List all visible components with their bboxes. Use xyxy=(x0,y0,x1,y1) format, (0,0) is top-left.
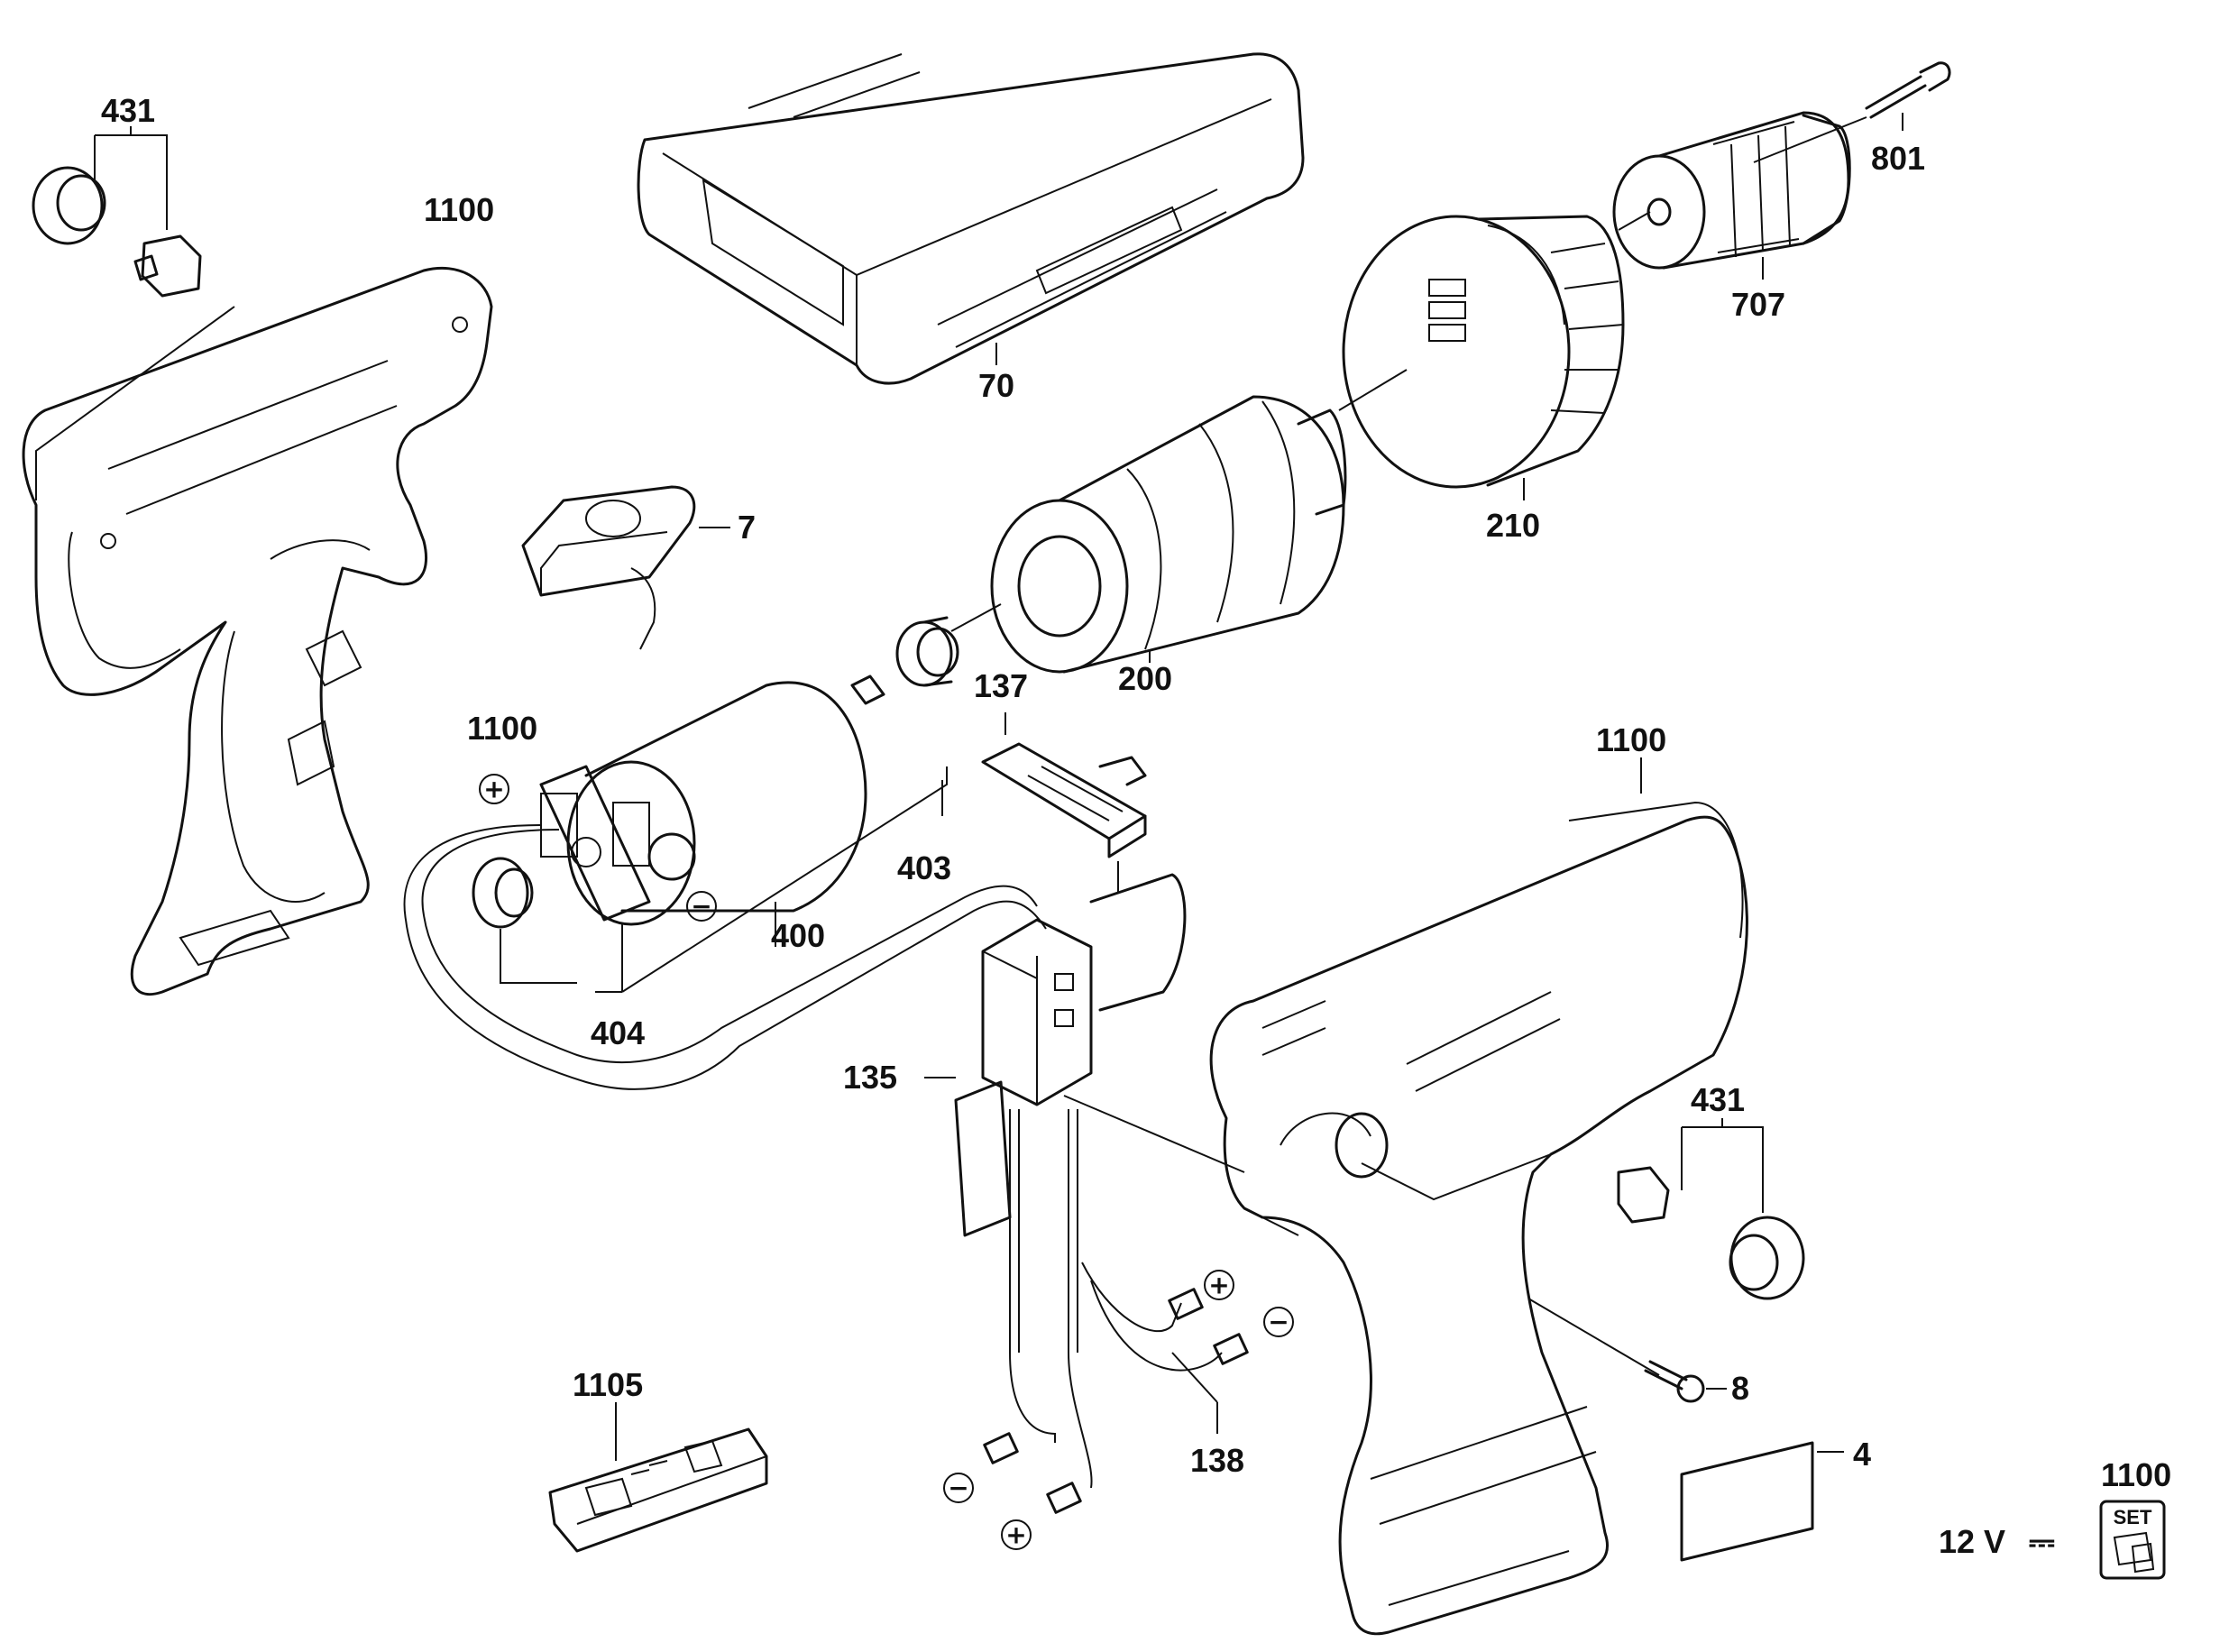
battery-terminal-block xyxy=(548,1427,768,1553)
part-number-137: 137 xyxy=(974,667,1028,704)
part-number-1105: 1105 xyxy=(573,1366,643,1403)
accessory-set-badge xyxy=(2099,1500,2166,1580)
polarity-plus-lead-top: + xyxy=(1204,1270,1234,1300)
set-badge-text: SET xyxy=(2114,1506,2152,1528)
polarity-minus-text: − xyxy=(948,1473,968,1503)
polarity-minus-lead-top: − xyxy=(1263,1307,1294,1337)
keyless-chuck xyxy=(1612,111,1851,270)
motor-assembly xyxy=(539,675,885,926)
polarity-plus-text: + xyxy=(1005,1520,1026,1550)
battery-lead-wires xyxy=(983,1109,1249,1514)
polarity-plus-text: + xyxy=(483,775,504,804)
part-number-403: 403 xyxy=(897,849,951,886)
carry-case xyxy=(637,52,1305,385)
part-number-1100-right: 1100 xyxy=(1596,721,1666,758)
polarity-plus-motor: + xyxy=(479,774,509,804)
carbon-brush-set-left xyxy=(32,166,202,298)
part-number-431-left: 431 xyxy=(101,92,155,129)
dc-symbol: ⎓ xyxy=(2029,1523,2055,1560)
part-number-135: 135 xyxy=(843,1059,897,1096)
chuck-screw xyxy=(1865,61,1951,119)
part-number-8: 8 xyxy=(1731,1370,1749,1407)
motor-wiring-harness xyxy=(403,824,1047,1090)
polarity-plus-lead-bottom: + xyxy=(1001,1519,1032,1550)
polarity-minus-text: − xyxy=(691,892,711,922)
housing-left-half xyxy=(22,266,493,996)
rating-label-plate xyxy=(1680,1441,1814,1562)
part-number-431-right: 431 xyxy=(1691,1081,1745,1118)
part-number-70: 70 xyxy=(978,367,1014,404)
polarity-plus-text: + xyxy=(1208,1271,1229,1300)
direction-switch xyxy=(521,485,696,650)
carbon-brush-set-right xyxy=(1617,1166,1805,1300)
part-number-1100-bracket: 1100 xyxy=(467,710,537,747)
housing-screw xyxy=(1644,1360,1705,1403)
part-number-404: 404 xyxy=(591,1014,645,1051)
part-number-400: 400 xyxy=(771,917,825,954)
part-number-138: 138 xyxy=(1190,1442,1244,1479)
polarity-minus-lead-bottom: − xyxy=(943,1473,974,1503)
planetary-gearbox xyxy=(990,395,1347,674)
part-number-801: 801 xyxy=(1871,140,1925,177)
torque-adjustment-collar xyxy=(1342,215,1625,489)
part-number-1100-top: 1100 xyxy=(424,191,494,228)
polarity-minus-text: − xyxy=(1268,1308,1289,1337)
speed-selector-slider xyxy=(981,742,1147,858)
part-number-707: 707 xyxy=(1731,286,1785,323)
voltage-rating: 12 V xyxy=(1939,1523,2005,1560)
part-number-4: 4 xyxy=(1853,1436,1871,1473)
motor-bearing xyxy=(472,857,534,929)
part-number-1100-set: 1100 xyxy=(2101,1456,2171,1493)
part-number-210: 210 xyxy=(1486,507,1540,544)
housing-right-half xyxy=(1209,801,1748,1636)
polarity-minus-motor: − xyxy=(686,891,717,922)
part-number-200: 200 xyxy=(1118,660,1172,697)
part-number-7: 7 xyxy=(738,509,756,546)
bearing-ring xyxy=(895,616,959,687)
trigger-switch-module xyxy=(954,873,1187,1237)
